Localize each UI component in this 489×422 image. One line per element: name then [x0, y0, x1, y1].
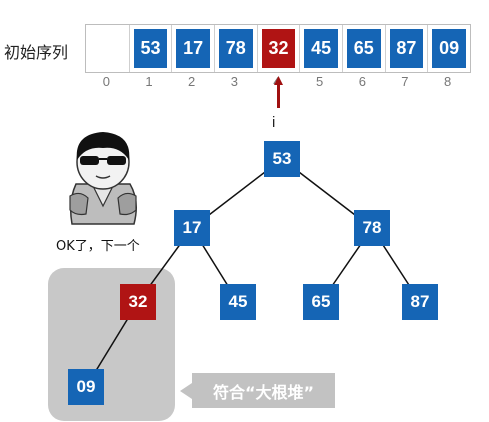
sunglasses-meme-icon — [69, 132, 137, 225]
array-value-7: 87 — [389, 29, 424, 68]
tree-node-right: 78 — [354, 210, 390, 246]
array-value-6: 65 — [346, 29, 381, 68]
tree-node-current: 32 — [120, 284, 156, 320]
array-cell-4: 32 — [256, 25, 300, 72]
array-index-2: 2 — [188, 74, 196, 89]
array-value-5: 45 — [304, 29, 338, 68]
tree-node-09: 09 — [68, 369, 104, 405]
tree-node-root: 53 — [264, 141, 300, 177]
array-index-5: 5 — [316, 74, 324, 89]
tree-node-87: 87 — [402, 284, 438, 320]
array-value-8: 09 — [432, 29, 466, 68]
array-strip: 53 17 78 32 45 65 87 09 — [85, 24, 471, 73]
array-value-4: 32 — [261, 29, 296, 68]
array-cell-8: 09 — [427, 25, 470, 72]
tree-node-65: 65 — [303, 284, 339, 320]
array-index-6: 6 — [358, 74, 366, 89]
array-cell-2: 17 — [171, 25, 214, 72]
array-cell-7: 87 — [384, 25, 428, 72]
array-index-1: 1 — [145, 74, 153, 89]
array-value-1: 53 — [133, 29, 168, 68]
pointer-label: i — [272, 114, 276, 131]
array-cell-3: 78 — [213, 25, 257, 72]
array-cell-6: 65 — [341, 25, 385, 72]
array-cell-1: 53 — [128, 25, 172, 72]
array-cell-5: 45 — [299, 25, 342, 72]
tree-node-45: 45 — [220, 284, 256, 320]
tree-node-left: 17 — [174, 210, 210, 246]
array-value-3: 78 — [218, 29, 253, 68]
sequence-label: 初始序列 — [4, 43, 69, 62]
heap-callout: 符合“大根堆” — [180, 373, 335, 408]
array-index-7: 7 — [401, 74, 409, 89]
array-index-0: 0 — [102, 74, 110, 89]
array-index-8: 8 — [444, 74, 452, 89]
array-index-3: 3 — [230, 74, 238, 89]
pointer-arrow-icon — [274, 76, 283, 108]
array-value-2: 17 — [176, 29, 210, 68]
meme-caption: OK了，下一个 — [56, 239, 140, 254]
